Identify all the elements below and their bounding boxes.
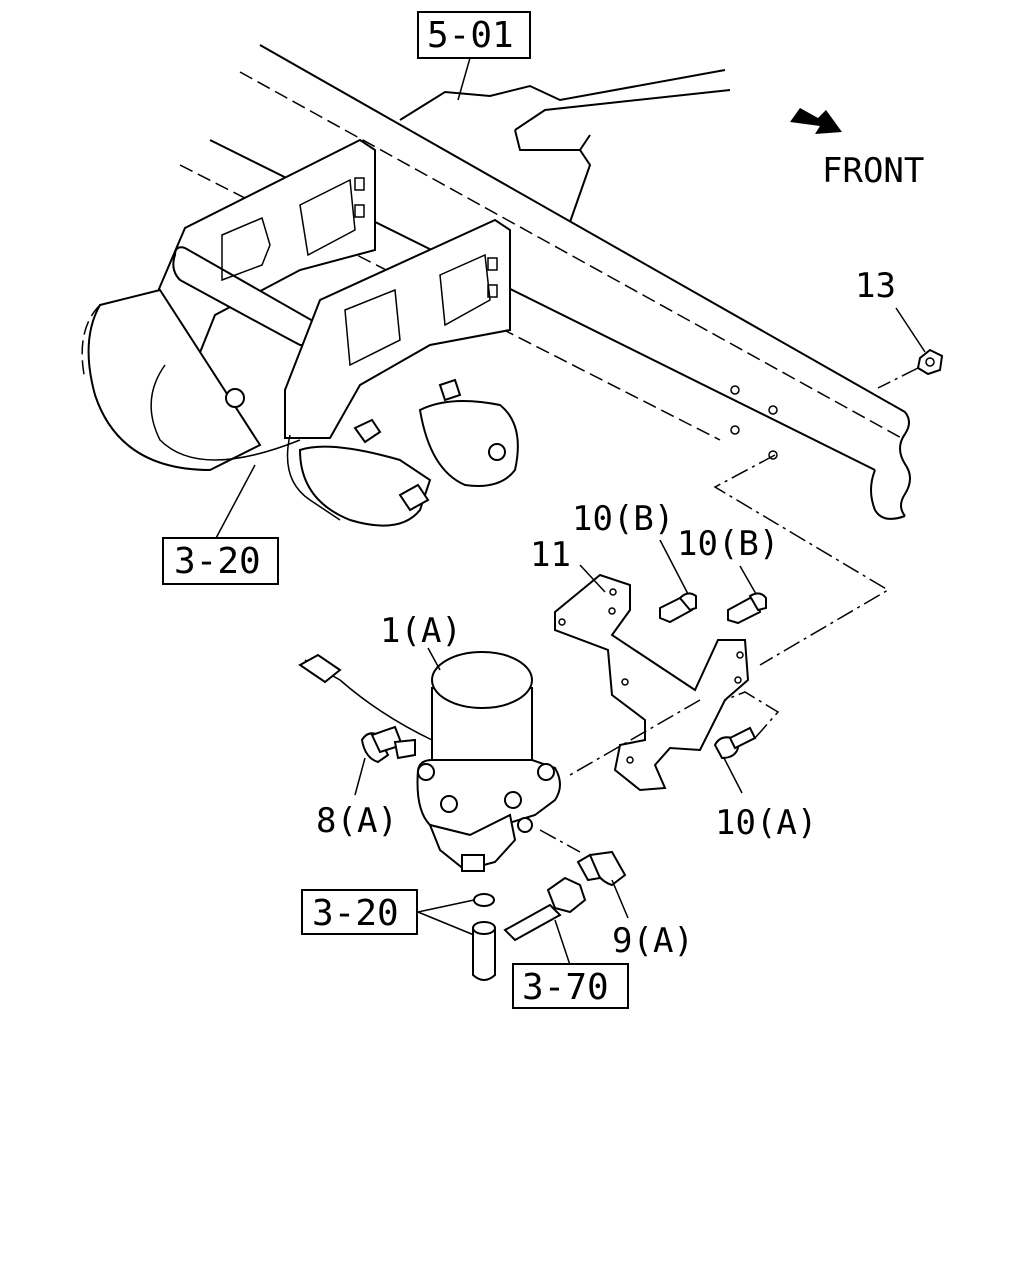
callout-13: 13	[855, 266, 896, 306]
callout-10b-right: 10(B)	[677, 524, 779, 564]
part-10a-bolt	[569, 691, 780, 794]
ref-box-3-20-lower[interactable]: 3-20	[301, 889, 418, 935]
tank-bracket-assembly	[81, 138, 519, 541]
part-1a-compressor	[298, 647, 561, 872]
ref-box-3-20-lower-text: 3-20	[312, 893, 399, 934]
ref-box-5-01-text: 5-01	[427, 15, 514, 56]
part-10b-bolt-right	[727, 565, 767, 625]
part-11-bracket	[554, 564, 750, 792]
callout-1a: 1(A)	[380, 611, 462, 651]
ref-box-3-70[interactable]: 3-70	[512, 963, 629, 1009]
callout-9a: 9(A)	[612, 921, 694, 961]
crossmember	[399, 69, 778, 460]
part-13-nut	[877, 307, 944, 389]
part-9a-fitting	[539, 829, 629, 919]
spacer-parts	[417, 893, 496, 981]
ref-box-5-01[interactable]: 5-01	[417, 11, 531, 101]
callout-11: 11	[530, 535, 571, 575]
front-label: FRONT	[822, 151, 924, 191]
ref-box-3-20-upper[interactable]: 3-20	[162, 537, 279, 585]
callout-10b-left: 10(B)	[572, 499, 674, 539]
callout-10a: 10(A)	[715, 803, 817, 843]
ref-box-3-20-upper-text: 3-20	[174, 541, 261, 582]
part-8a-fitting	[354, 725, 416, 796]
tube-connector	[503, 876, 587, 966]
front-direction-arrow-icon	[790, 108, 842, 134]
ref-box-3-70-text: 3-70	[522, 967, 609, 1008]
callout-8a: 8(A)	[316, 801, 398, 841]
part-10b-bolt-left	[659, 539, 697, 624]
